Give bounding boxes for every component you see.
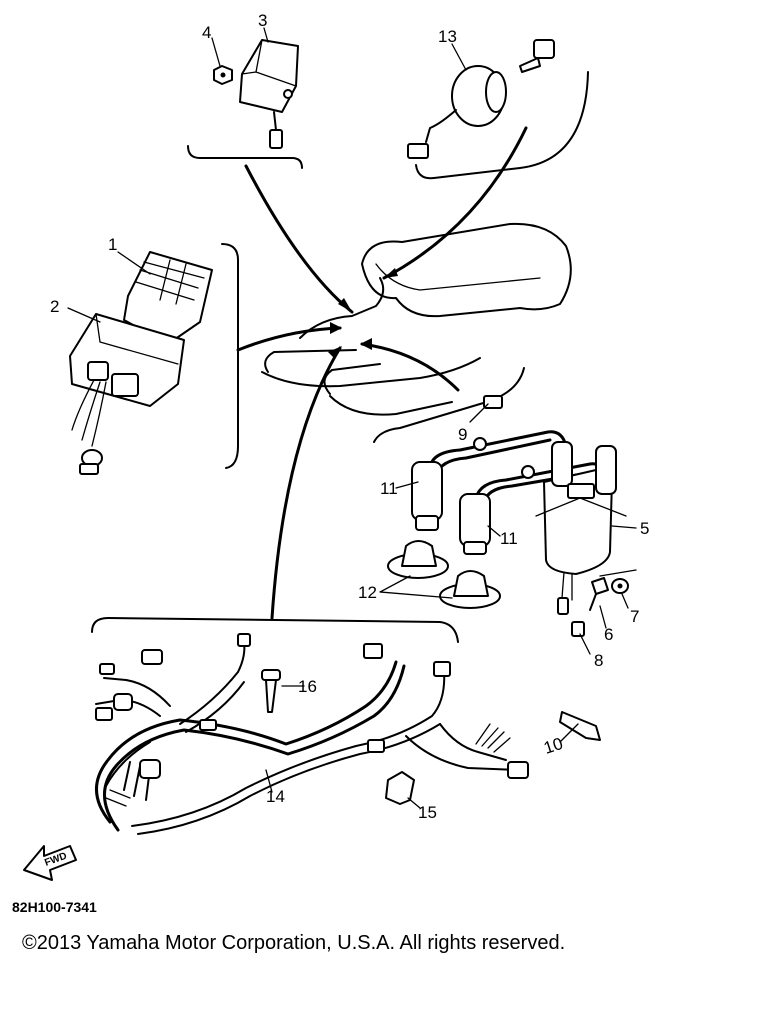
part-9-cap	[483, 395, 503, 409]
callout-3: 3	[258, 11, 267, 30]
callout-10: 10	[541, 734, 565, 758]
part-5-ignition-coil	[535, 441, 627, 615]
callout-6: 6	[604, 625, 613, 644]
forward-arrow-icon: FWD	[23, 845, 77, 881]
callout-11-left: 11	[380, 479, 398, 498]
callout-1: 1	[108, 235, 117, 254]
callout-4: 4	[202, 23, 211, 42]
drawing-code: 82H100-7341	[12, 899, 97, 915]
callout-8: 8	[594, 651, 603, 670]
frame-outline	[261, 222, 572, 416]
callout-14: 14	[266, 787, 285, 806]
callout-numbers: 1 2 3 4 5 6 7 8 9 10 11 11 12 13 14 15 1…	[50, 11, 649, 822]
connection-lines	[236, 126, 528, 620]
part-3-regulator	[239, 39, 299, 149]
callout-2: 2	[50, 297, 59, 316]
callout-7: 7	[630, 607, 639, 626]
part-8-nut	[571, 621, 585, 637]
part-4-nut	[213, 65, 233, 85]
callout-leaders	[67, 27, 637, 809]
part-16-band	[261, 669, 281, 713]
callout-16: 16	[298, 677, 317, 696]
part-2-cdi-unit	[69, 313, 185, 475]
part-7-washer	[599, 569, 637, 594]
part-6-bolt	[589, 577, 609, 611]
callout-11-right: 11	[500, 529, 518, 548]
callout-15: 15	[418, 803, 437, 822]
part-11-plug-caps	[411, 430, 610, 555]
callout-13: 13	[438, 27, 457, 46]
part-10-clamp	[559, 711, 601, 741]
part-13-main-switch	[407, 39, 555, 159]
copyright-notice: ©2013 Yamaha Motor Corporation, U.S.A. A…	[22, 932, 566, 954]
callout-12: 12	[358, 583, 377, 602]
group-brackets	[91, 71, 589, 643]
part-1-block	[123, 251, 213, 345]
part-14-wire-harness	[95, 633, 529, 835]
part-12-boots	[387, 540, 501, 609]
callout-9: 9	[458, 425, 467, 444]
callout-5: 5	[640, 519, 649, 538]
